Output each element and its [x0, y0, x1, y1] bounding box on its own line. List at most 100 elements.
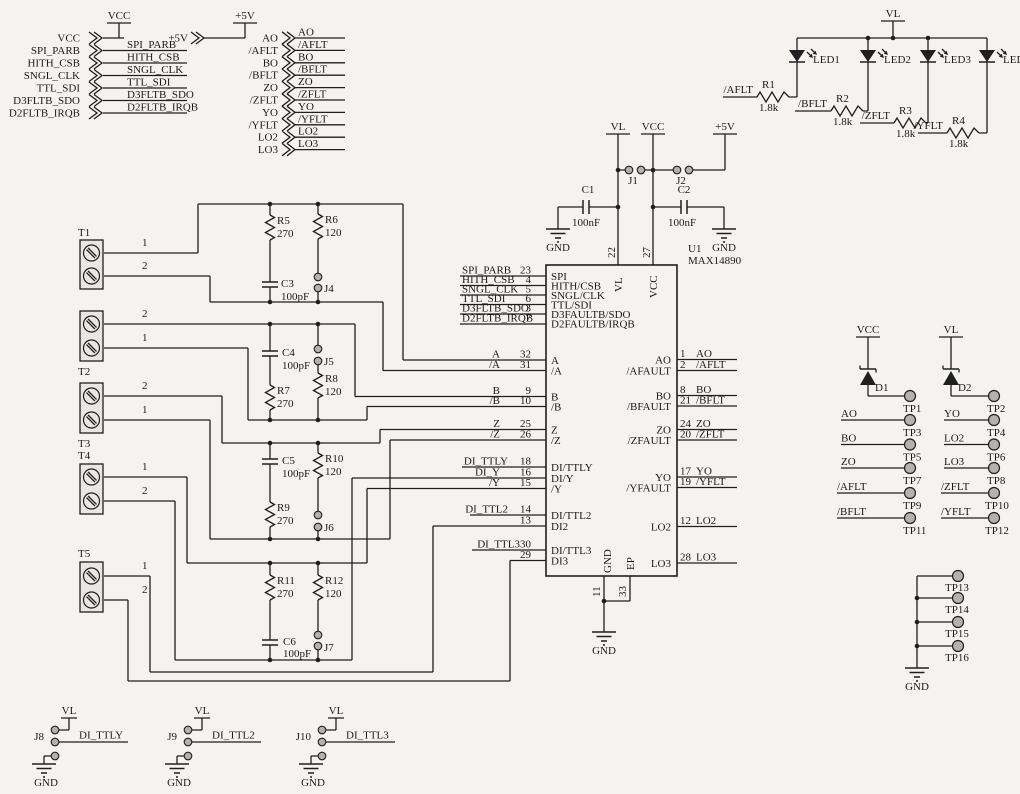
net-label: /ZFLT [298, 89, 327, 101]
capacitor-C4 [261, 350, 279, 357]
tp-label: TP14 [945, 604, 969, 616]
jumper-ref: J6 [324, 522, 334, 534]
chevron-icon [190, 31, 206, 45]
led-ref: LED1 [813, 54, 840, 66]
net-label: SNGL_CLK [462, 284, 518, 296]
testpoint-pad [987, 389, 1001, 403]
capacitor-C1: C1 100nF GND [545, 184, 600, 254]
tp-label: TP13 [945, 582, 969, 594]
screw-icon [82, 492, 101, 510]
net-label: /ZFLT [862, 110, 891, 122]
offpage-connector-5v: +5V +5V [168, 10, 255, 45]
terminal-ref: T4 [78, 450, 91, 462]
power-flag-vl: VL [944, 324, 959, 336]
pin-num: 15 [520, 477, 532, 489]
led-ref: LED4 [1003, 54, 1020, 66]
pin-num: 21 [680, 395, 691, 407]
conn-pin-label: YO [262, 107, 278, 119]
wire-input-networks [104, 203, 546, 682]
tp-label: TP8 [987, 475, 1006, 487]
jumper-pad [313, 356, 323, 366]
net-label: LO3 [944, 456, 965, 468]
jumper-pad [313, 272, 323, 282]
pin-num: 20 [680, 429, 692, 441]
wire-power [557, 133, 737, 265]
cap-value: 100pF [282, 468, 310, 480]
testpoint-pad [903, 511, 917, 525]
conn-pin-label: D3FLTB_SDO [13, 95, 80, 107]
net-label: /YFLT [941, 506, 971, 518]
pin-num: 31 [520, 359, 531, 371]
resistor-R1: /AFLT R1 1.8k [723, 79, 790, 114]
pin-name: D3FAULTB/SDO [551, 309, 631, 321]
net-label: D3FLTB_SDO [127, 89, 194, 101]
net-label: DI_TTLY [464, 456, 508, 468]
conn-pin-label: /YFLT [248, 119, 278, 131]
pin-num: 33 [617, 586, 629, 598]
pin-name: /Z [551, 435, 561, 447]
power-flag-vl: VL [886, 8, 901, 20]
resistor-value: 1.8k [759, 102, 779, 114]
pin-num: 2 [142, 260, 148, 272]
diode-ref: D1 [875, 382, 888, 394]
pin-num: 22 [606, 247, 618, 258]
resistor-ref: R6 [325, 214, 338, 226]
pin-num: 2 [142, 380, 148, 392]
wire-rc-stems [269, 204, 319, 660]
pin-name: BO [656, 391, 671, 403]
net-label: HITH_CSB [127, 52, 180, 64]
pin-name: A [551, 355, 559, 367]
power-flag-5v: +5V [235, 10, 255, 22]
chevron-icon [281, 31, 297, 157]
net-label: /YFLT [696, 476, 726, 488]
wire-testpoints [837, 336, 989, 668]
resistor-ref: R10 [325, 453, 344, 465]
net-label: ZO [841, 456, 856, 468]
jumper-ref: J5 [324, 356, 334, 368]
cap-ref: C2 [678, 184, 691, 196]
tp-label: TP3 [903, 427, 922, 439]
pin-num: 28 [680, 552, 692, 564]
net-label: D2FLTB_IRQB [462, 313, 533, 325]
resistor-value: 270 [277, 515, 294, 527]
pin-num: 9 [526, 385, 532, 397]
net-label: ZO [298, 76, 313, 88]
net-label: YO [298, 101, 314, 113]
testpoint-pad [903, 413, 917, 427]
net-label: /B [490, 395, 500, 407]
jumper-pad [50, 725, 60, 735]
net-label: LO2 [944, 433, 964, 445]
offpage-connector-right: AO /AFLT BO /BFLT ZO /ZFLT YO /YFLT LO2 … [248, 27, 328, 157]
net-label: DI_TTLY [79, 730, 123, 742]
testpoint-pad [903, 486, 917, 500]
resistor-value: 1.8k [949, 138, 969, 150]
tp-label: TP11 [903, 525, 926, 537]
gnd-label: GND [34, 777, 58, 789]
pin-num: 30 [520, 539, 532, 551]
resistor-R9 [264, 501, 276, 528]
ground-icon [904, 667, 930, 682]
rc-group-1: R5 270 R6 120 C3 100pF J4 [261, 213, 342, 303]
pin-num: 27 [641, 247, 653, 259]
net-label: DI_Y [475, 467, 500, 479]
tp-label: TP9 [903, 500, 922, 512]
pin-num: 16 [520, 467, 532, 479]
net-label: /ZFLT [941, 481, 970, 493]
pin-name: HITH/CSB [551, 281, 601, 293]
pin-name: EP [625, 557, 637, 570]
ground-icon [591, 631, 617, 646]
pin-name: /YFAULT [626, 483, 671, 495]
pin-name: YO [655, 472, 671, 484]
capacitor-C2: C2 100nF GND [668, 184, 737, 254]
tp-label: TP15 [945, 628, 969, 640]
pin-num: 2 [142, 485, 148, 497]
pin-name: LO2 [651, 522, 671, 534]
net-label: A [492, 349, 500, 361]
pin-name: /ZFAULT [628, 435, 672, 447]
gnd-label: GND [301, 777, 325, 789]
pin-name: SPI [551, 271, 567, 283]
diode-D2 [942, 364, 960, 386]
wire-connector-area [103, 22, 345, 151]
screw-icon [82, 411, 101, 429]
